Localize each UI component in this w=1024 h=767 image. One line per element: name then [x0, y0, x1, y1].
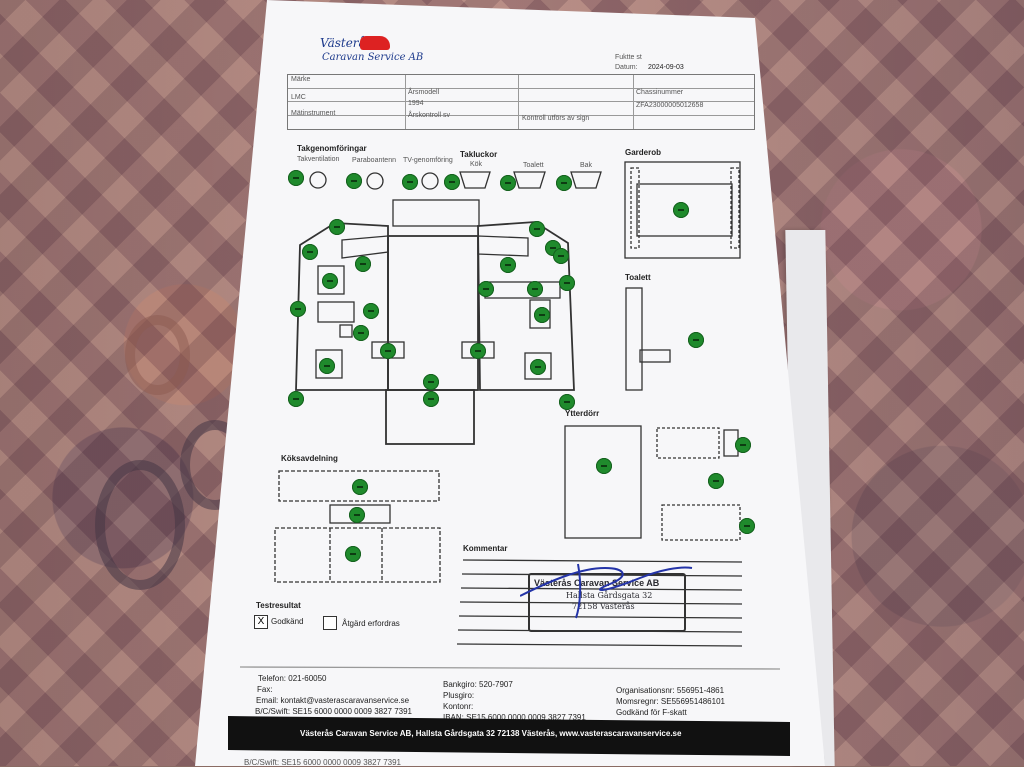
company-stamp: [528, 573, 686, 632]
section-koksavdelning: Köksavdelning: [281, 454, 338, 463]
footer-telefon: Telefon: 021-60050: [258, 674, 327, 683]
table-divider: [405, 75, 406, 129]
table-divider: [633, 75, 634, 129]
measurement-dot: [322, 273, 338, 289]
footer-bottom-cut: B/C/Swift: SE15 6000 0000 0009 3827 7391: [244, 758, 402, 767]
cell-marke: Märke: [291, 76, 311, 83]
measurement-dot: [470, 343, 486, 359]
table-divider: [518, 75, 519, 129]
measurement-dot: [288, 391, 304, 407]
section-ytterdorr: Ytterdörr: [565, 409, 600, 418]
label-toalett-lucka: Toalett: [523, 162, 544, 169]
measurement-dot: [735, 437, 751, 453]
stamp-city: 72158 Västerås: [572, 602, 635, 611]
section-kommentar: Kommentar: [463, 544, 508, 553]
section-taklucker: Takluckor: [460, 150, 498, 159]
cell-year: 1994: [408, 100, 424, 107]
measurement-dot: [290, 301, 306, 317]
measurement-dot: [478, 281, 494, 297]
measurement-dot: [530, 359, 546, 375]
label-tv-genomforing: TV-genomföring: [403, 157, 453, 164]
measurement-dot: [556, 175, 572, 191]
measurement-dot: [500, 257, 516, 273]
measurement-dot: [739, 518, 755, 534]
table-divider: [288, 101, 754, 102]
measurement-dot: [444, 174, 460, 190]
section-toalett: Toalett: [625, 273, 651, 282]
measurement-dot: [423, 374, 439, 390]
cell-arskontroll: Årskontroll sv: [408, 112, 451, 119]
measurement-dot: [363, 303, 379, 319]
date-value: 2024-09-03: [648, 64, 684, 71]
logo-text: Västerås: [320, 36, 372, 50]
measurement-dot: [345, 546, 361, 562]
measurement-dot: [688, 332, 704, 348]
info-table: [287, 74, 755, 130]
footer-kontonr: Kontonr:: [443, 702, 474, 711]
measurement-dot: [302, 244, 318, 260]
logo-icon: [360, 36, 390, 50]
godkand-label: Godkänd: [271, 617, 304, 626]
label-paraboantenn: Paraboantenn: [352, 157, 396, 164]
godkand-checkbox[interactable]: X: [254, 615, 268, 629]
atgard-checkbox[interactable]: [323, 616, 337, 630]
cell-chassinummer: ZFA23000005012658: [636, 102, 704, 109]
measurement-dot: [500, 175, 516, 191]
label-kok: Kök: [470, 161, 483, 168]
table-divider: [288, 115, 754, 116]
footer-iban: IBAN: SE15 6000 0000 0009 3827 7391: [443, 713, 586, 722]
measurement-dot: [559, 275, 575, 291]
date-label: Datum:: [615, 64, 638, 71]
footer-bankgiro: Bankgiro: 520-7907: [443, 680, 513, 689]
measurement-dot: [346, 173, 362, 189]
stamp-street: Hallsta Gårdsgata 32: [566, 591, 653, 600]
stamp-name: Västerås Caravan Service AB: [534, 578, 660, 588]
measurement-dot: [673, 202, 689, 218]
measurement-dot: [529, 221, 545, 237]
signature: [520, 563, 693, 619]
cell-kontroll: Kontroll utförs av sign: [522, 115, 590, 122]
footer-fax: Fax:: [257, 685, 273, 694]
footer-email: Email: kontakt@vasterascaravanservice.se: [256, 696, 410, 705]
cell-lmc: LMC: [291, 94, 306, 101]
footer-bic: B/C/Swift: SE15 6000 0000 0009 3827 7391: [255, 707, 413, 716]
fabric-ring: [125, 315, 190, 395]
doc-label: Fuktte st: [615, 54, 642, 61]
measurement-dot: [527, 281, 543, 297]
measurement-dot: [353, 325, 369, 341]
measurement-dot: [402, 174, 418, 190]
atgard-label: Åtgärd erfordras: [342, 619, 400, 628]
section-garderob: Garderob: [625, 148, 662, 157]
logo-subtext: Caravan Service AB: [322, 52, 424, 63]
cell-chassinummer-label: Chassinummer: [636, 89, 684, 96]
cell-arsmodell: Årsmodell: [408, 89, 440, 96]
section-testresultat: Testresultat: [256, 601, 301, 610]
measurement-dot: [596, 458, 612, 474]
form-paper: [195, 0, 825, 766]
measurement-dot: [423, 391, 439, 407]
measurement-dot: [708, 473, 724, 489]
measurement-dot: [553, 248, 569, 264]
measurement-dot: [559, 394, 575, 410]
label-takventilation: Takventilation: [297, 156, 340, 163]
measurement-dot: [534, 307, 550, 323]
label-bak: Bak: [580, 162, 593, 169]
footer-bar-text: Västerås Caravan Service AB, Hallsta Går…: [300, 729, 682, 738]
measurement-dot: [352, 479, 368, 495]
table-divider: [288, 88, 754, 89]
fabric-ring: [95, 460, 185, 590]
measurement-dot: [380, 343, 396, 359]
cell-matinstrument: Mätinstrument: [291, 110, 336, 117]
section-takgenomforingar: Takgenomföringar: [297, 144, 367, 153]
footer-moms: Momsregnr: SE556951486101: [616, 697, 725, 706]
footer-plusgiro: Plusgiro:: [443, 691, 475, 700]
measurement-dot: [329, 219, 345, 235]
footer-orgnr: Organisationsnr: 556951-4861: [616, 686, 725, 695]
measurement-dot: [355, 256, 371, 272]
measurement-dot: [319, 358, 335, 374]
footer-fskatt: Godkänd för F-skatt: [616, 708, 687, 717]
measurement-dot: [349, 507, 365, 523]
measurement-dot: [288, 170, 304, 186]
